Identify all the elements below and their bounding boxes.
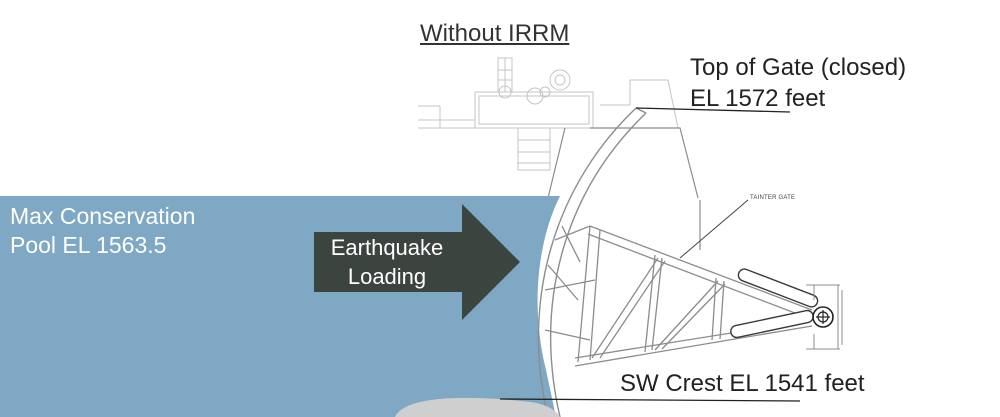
tainter-gate-label: TAINTER GATE [750,195,796,201]
gate-truss [544,225,813,367]
pool-line1: Max Conservation [10,203,196,229]
spillway-crest [395,397,560,417]
pier-outline [547,127,701,250]
earthquake-loading-label: Earthquake Loading [312,233,462,291]
trunnion-arms [730,268,819,339]
top-of-gate-label: Top of Gate (closed) EL 1572 feet [690,52,906,114]
top-of-gate-line1: Top of Gate (closed) [690,54,907,81]
trunnion-anchorage [806,284,843,350]
top-of-gate-leader [635,107,791,113]
top-of-gate-line2: EL 1572 feet [690,85,826,112]
earthquake-line1: Earthquake [330,235,444,260]
earthquake-arrow [314,204,520,320]
pool-elevation-label: Max Conservation Pool EL 1563.5 [10,202,195,260]
crest-elevation-label: SW Crest EL 1541 feet [620,370,865,397]
gate-skin-plate [537,107,647,417]
tainter-gate-leader [679,199,749,259]
trunnion-pin [812,306,834,328]
crest-leader [499,398,801,402]
hoist-machinery [418,57,679,171]
earthquake-line2: Loading [347,264,427,289]
pool-line2: Pool EL 1563.5 [10,232,167,258]
diagram-title: Without IRRM [420,20,570,47]
